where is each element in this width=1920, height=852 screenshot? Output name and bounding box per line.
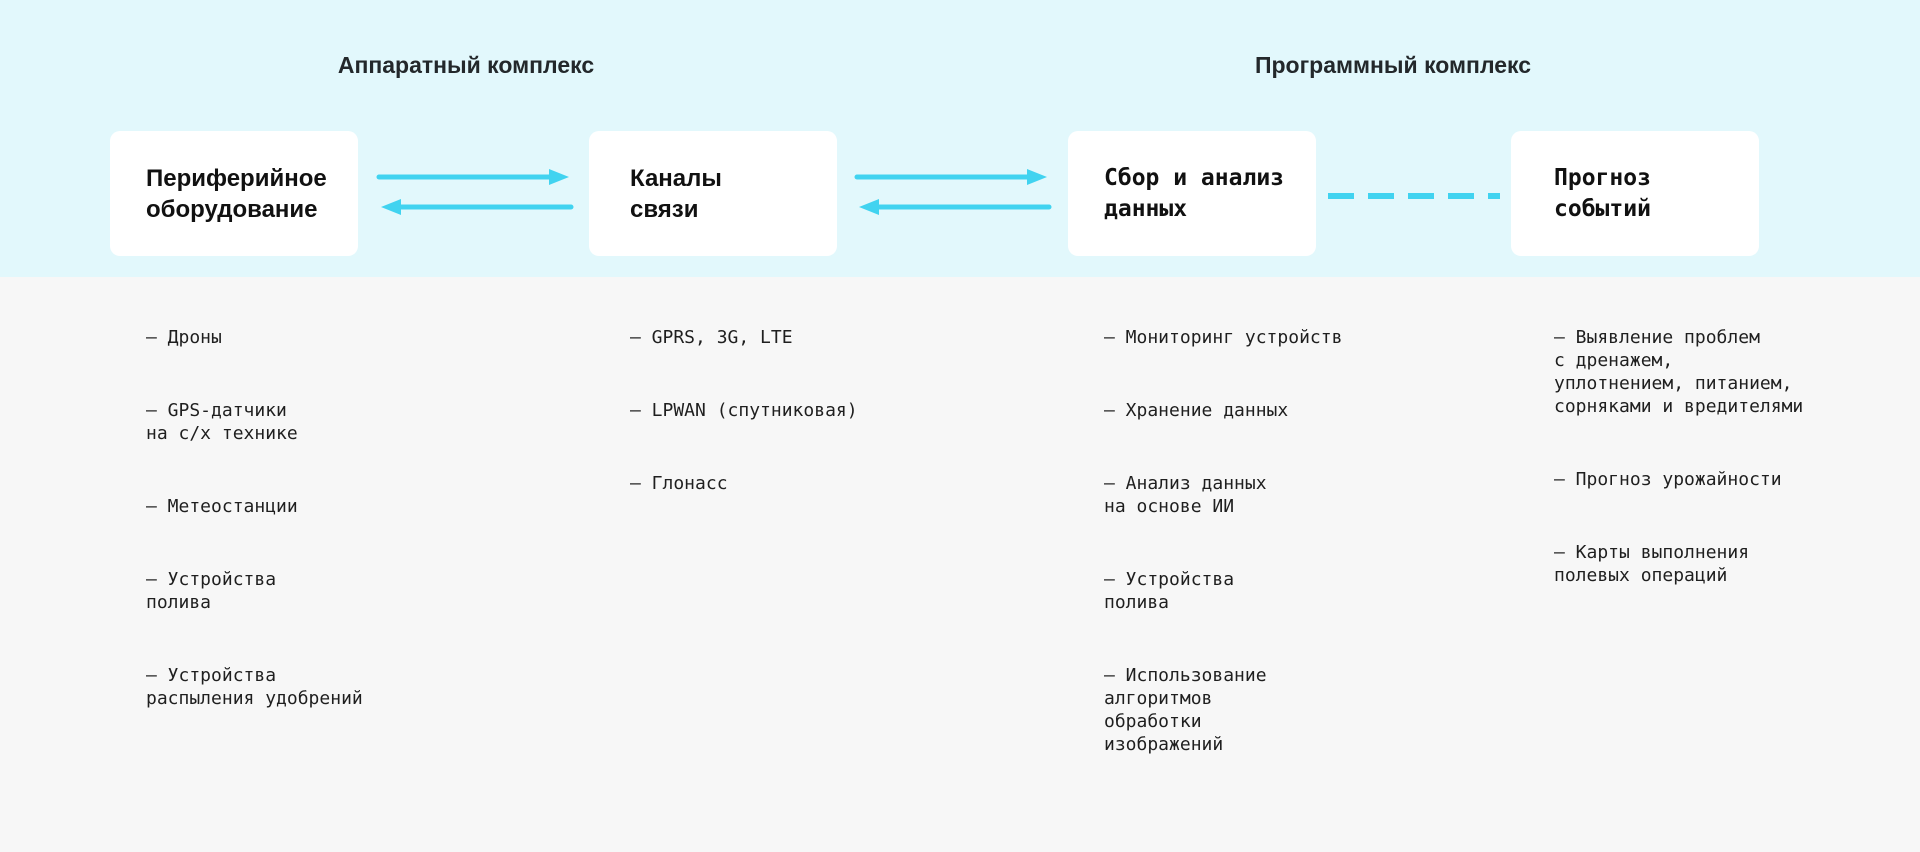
block-title: Прогноз событий <box>1554 164 1651 222</box>
list-item: — Устройства полива <box>146 569 277 613</box>
double-arrow-icon <box>854 169 1052 215</box>
section-title-hardware: Аппаратный комплекс <box>337 52 595 78</box>
block-peripheral-equipment: Периферийное оборудование <box>110 131 358 256</box>
list-item: — Дроны <box>146 327 222 348</box>
block-data-collection-analysis: Сбор и анализ данных <box>1068 131 1316 256</box>
list-item: — Выявление проблем с дренажем, уплотнен… <box>1554 327 1804 417</box>
list-item: — Устройства распыления удобрений <box>146 665 363 709</box>
block-event-forecast: Прогноз событий <box>1511 131 1759 256</box>
block-title: Периферийное оборудование <box>146 164 327 223</box>
list-item: — GPS-датчики на с/х технике <box>146 400 298 444</box>
list-peripheral-equipment: — Дроны — GPS-датчики на с/х технике — М… <box>146 326 363 710</box>
list-item: — Устройства полива <box>1104 569 1235 613</box>
list-item: — LPWAN (спутниковая) <box>630 400 858 421</box>
double-arrow-icon <box>376 169 574 215</box>
block-title: Каналы связи <box>630 164 722 223</box>
list-item: — GPRS, 3G, LTE <box>630 327 793 348</box>
section-title-software: Программный комплекс <box>1254 52 1532 78</box>
list-item: — Прогноз урожайности <box>1554 469 1782 490</box>
list-communication-channels: — GPRS, 3G, LTE — LPWAN (спутниковая) — … <box>630 326 858 495</box>
list-data-collection-analysis: — Мониторинг устройств — Хранение данных… <box>1104 326 1342 756</box>
list-item: — Использование алгоритмов обработки изо… <box>1104 665 1267 755</box>
block-title: Сбор и анализ данных <box>1104 164 1285 222</box>
list-event-forecast: — Выявление проблем с дренажем, уплотнен… <box>1554 326 1803 587</box>
list-item: — Карты выполнения полевых операций <box>1554 542 1750 586</box>
list-item: — Хранение данных <box>1104 400 1289 421</box>
dashed-line-icon <box>1328 193 1500 199</box>
block-communication-channels: Каналы связи <box>589 131 837 256</box>
list-item: — Анализ данных на основе ИИ <box>1104 473 1267 517</box>
list-item: — Глонасс <box>630 473 728 494</box>
list-item: — Метеостанции <box>146 496 298 517</box>
list-item: — Мониторинг устройств <box>1104 327 1343 348</box>
